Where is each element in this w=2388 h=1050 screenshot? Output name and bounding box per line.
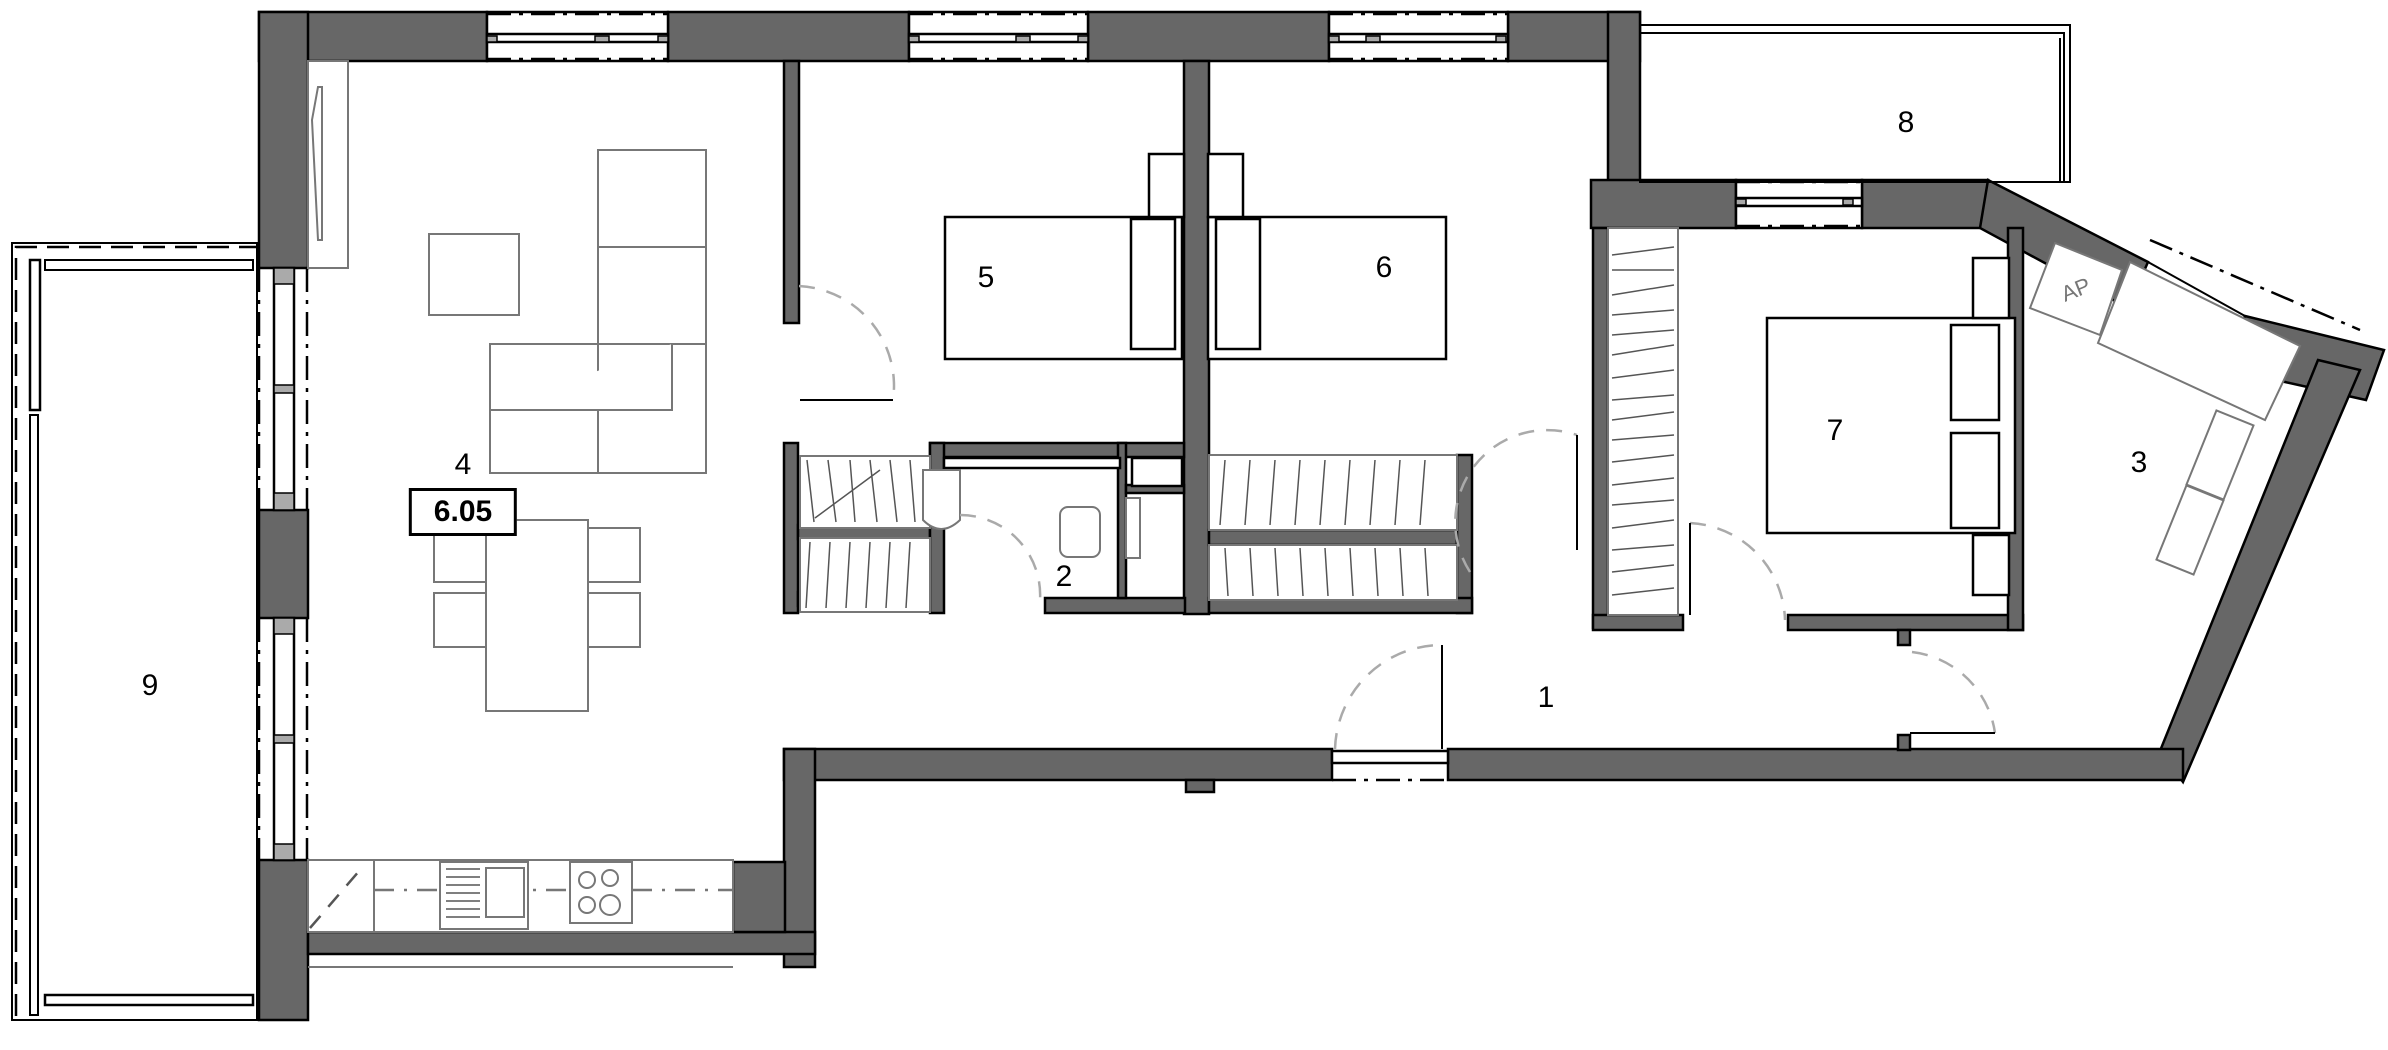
room-label-9: 9 bbox=[141, 669, 159, 702]
room-label-2: 2 bbox=[1055, 560, 1073, 593]
balcony-9-outline bbox=[11, 242, 258, 1021]
walls bbox=[257, 10, 2386, 1022]
room-label-8: 8 bbox=[1897, 106, 1915, 139]
sofa-seat bbox=[597, 149, 707, 248]
wardrobes bbox=[799, 227, 1679, 616]
area-tag: 6.05 bbox=[408, 488, 518, 536]
room-label-7: 7 bbox=[1826, 414, 1844, 447]
room-label-1: 1 bbox=[1537, 681, 1555, 714]
living-furniture bbox=[307, 60, 707, 712]
room-label-4: 4 bbox=[454, 448, 472, 481]
room-label-3: 3 bbox=[2130, 446, 2148, 479]
wc-fixtures bbox=[922, 456, 1184, 559]
room-label-5: 5 bbox=[977, 261, 995, 294]
beds bbox=[943, 152, 2017, 597]
balcony-8-outline bbox=[1639, 24, 2071, 183]
room-label-6: 6 bbox=[1375, 251, 1393, 284]
dining-table bbox=[485, 519, 589, 712]
kitchen bbox=[307, 859, 734, 968]
bathroom-fixtures bbox=[2028, 241, 2302, 576]
armchair bbox=[428, 233, 520, 316]
doors bbox=[798, 284, 1997, 750]
